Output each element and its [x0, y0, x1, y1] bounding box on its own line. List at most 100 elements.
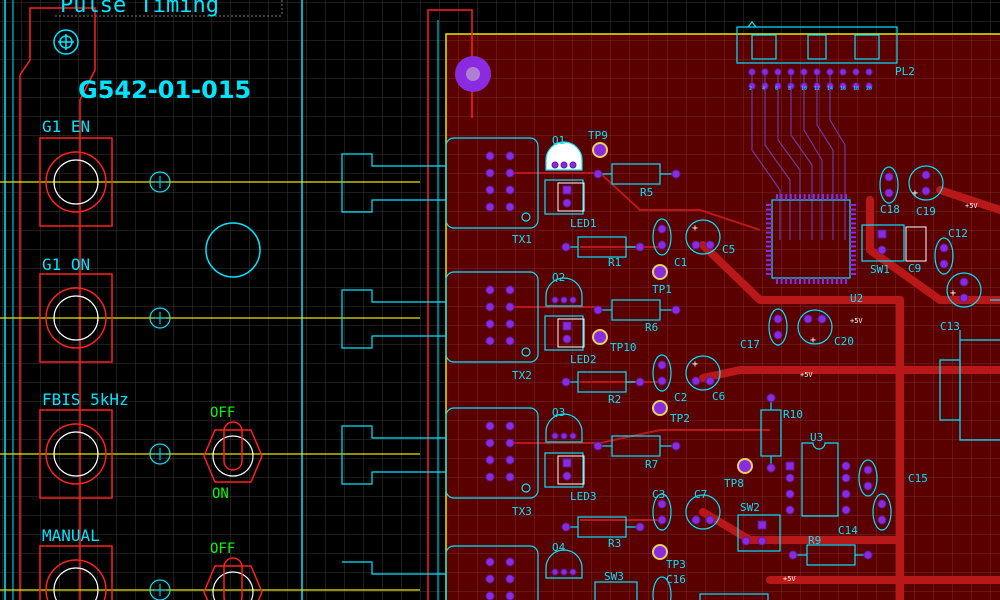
toggle-switch-1[interactable]: [203, 421, 263, 483]
pl2-pin: [852, 82, 860, 90]
u2-lead: [785, 278, 788, 284]
sw1[interactable]: [861, 224, 927, 262]
ref-tp9: TP9: [588, 129, 608, 142]
switch-on-label-1: ON: [212, 486, 229, 502]
ref-c2: C2: [674, 391, 687, 404]
ref-sw2: SW2: [740, 501, 760, 514]
u2-lead: [850, 222, 856, 225]
tx-pad: [485, 472, 495, 482]
connector-g1-on[interactable]: [39, 273, 171, 363]
pl2-pin: [852, 68, 860, 76]
u2-lead: [850, 240, 856, 243]
tx-pad: [505, 472, 515, 482]
ref-c13: C13: [940, 320, 960, 333]
tx-pad: [505, 591, 515, 600]
u2-lead: [766, 231, 772, 234]
tx-pad: [505, 421, 515, 431]
q3[interactable]: [545, 413, 583, 443]
pl2-pin-number: 4: [762, 86, 765, 92]
pl2-pin-number: 14: [827, 86, 833, 92]
tx-pad: [485, 202, 495, 212]
ref-r9: R9: [808, 534, 821, 547]
pl2-pin-number: 2: [749, 86, 752, 92]
ref-c12: C12: [948, 227, 968, 240]
tx-pad: [485, 168, 495, 178]
ref-c1: C1: [674, 256, 687, 269]
pl2-pin: [839, 82, 847, 90]
tx-pad: [505, 455, 515, 465]
label-manual: MANUAL: [42, 526, 100, 545]
q4[interactable]: [545, 549, 583, 579]
label-g1-on: G1 ON: [42, 255, 90, 274]
net-label-1: +5V: [800, 371, 813, 379]
toggle-switch-2[interactable]: [203, 557, 263, 600]
pl2-pin: [748, 82, 756, 90]
connector-fbis[interactable]: [39, 409, 171, 499]
net-label-3: +5V: [783, 575, 796, 583]
ref-r3: R3: [608, 537, 621, 550]
u2-lead: [776, 278, 778, 284]
u2-lead: [831, 194, 834, 200]
ref-c20: C20: [834, 335, 854, 348]
u2-chip[interactable]: [766, 194, 856, 284]
switch-off-label-1: OFF: [210, 405, 235, 421]
tx-pad: [485, 591, 495, 600]
tx2[interactable]: [445, 271, 539, 363]
u2-lead: [812, 194, 815, 200]
connector-g1-en[interactable]: [39, 137, 171, 227]
sw2[interactable]: [737, 514, 781, 552]
svg-text:+: +: [950, 288, 956, 299]
q1[interactable]: [545, 141, 583, 171]
ref-led1: LED1: [570, 217, 597, 230]
tx-pad: [485, 455, 495, 465]
pl2-pin: [865, 82, 873, 90]
ref-tx2: TX2: [512, 369, 532, 382]
ref-tp8: TP8: [724, 477, 744, 490]
u3-chip[interactable]: [785, 442, 851, 517]
u2-lead: [850, 254, 856, 257]
svg-text:+: +: [810, 335, 816, 346]
u2-lead: [766, 213, 772, 216]
connector-manual[interactable]: [39, 545, 171, 600]
ceramic-caps[interactable]: [652, 166, 954, 600]
u2-lead: [766, 254, 772, 257]
ref-q1: Q1: [552, 134, 565, 147]
u2-lead: [799, 194, 801, 200]
electrolytic-caps[interactable]: + + + + +: [685, 165, 982, 530]
tx1[interactable]: [445, 137, 539, 229]
tx3[interactable]: [445, 407, 539, 499]
pl2-header[interactable]: [736, 21, 898, 64]
tx-pad: [485, 185, 495, 195]
pl2-pin-number: 8: [788, 86, 791, 92]
tx4[interactable]: [445, 545, 539, 600]
u2-lead: [835, 194, 838, 200]
pl2-pin-number: 20: [866, 86, 872, 92]
u2-lead: [766, 273, 772, 275]
u2-lead: [850, 273, 856, 275]
u2-lead: [766, 227, 772, 229]
u2-lead: [812, 278, 815, 284]
test-points[interactable]: [592, 142, 753, 560]
tx-pad: [505, 319, 515, 329]
pl2-pin-number: 12: [814, 86, 820, 92]
led2[interactable]: [544, 315, 585, 351]
led3[interactable]: [544, 452, 585, 488]
label-g1-en: G1 EN: [42, 117, 90, 136]
tx-pad: [505, 151, 515, 161]
u2-lead: [850, 217, 856, 220]
tx-pad: [505, 168, 515, 178]
svg-text:+: +: [912, 188, 918, 199]
ref-tx1: TX1: [512, 233, 532, 246]
pl2-pin: [787, 82, 795, 90]
u2-lead: [766, 268, 772, 271]
svg-text:+: +: [692, 223, 698, 234]
u2-lead: [808, 278, 811, 284]
tx-pads: [485, 151, 515, 600]
ref-led2: LED2: [570, 353, 597, 366]
led1[interactable]: [544, 179, 585, 215]
q2[interactable]: [545, 277, 583, 307]
u2-lead: [766, 204, 772, 206]
u2-lead: [850, 204, 856, 206]
sw3[interactable]: [594, 581, 638, 600]
